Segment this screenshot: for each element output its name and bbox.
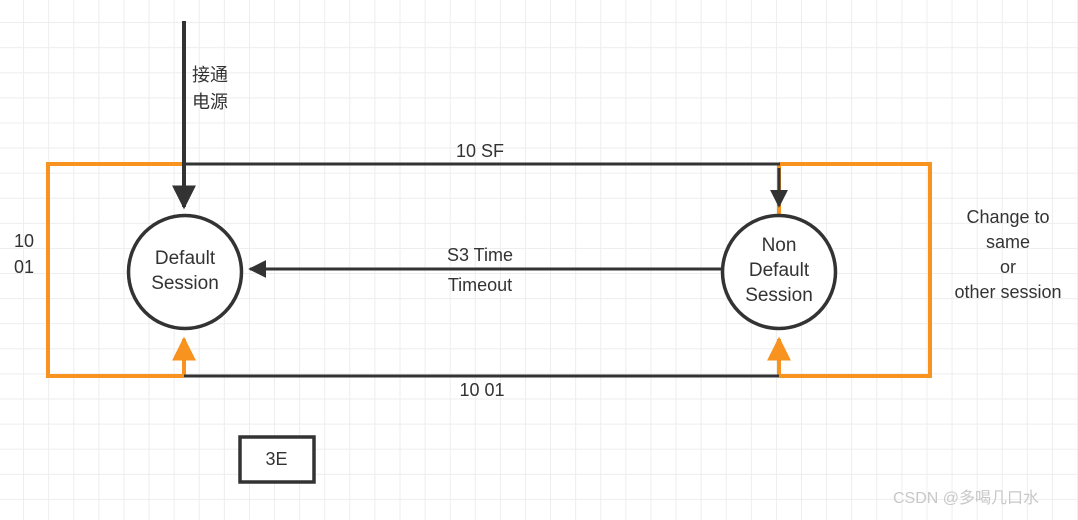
node-3e-box[interactable] xyxy=(238,435,316,484)
node-default-session[interactable] xyxy=(126,213,244,331)
watermark: CSDN @多喝几口水 xyxy=(893,490,1040,507)
edge-right-loop-orange xyxy=(779,162,932,378)
edge-10sf xyxy=(184,162,788,208)
edge-label-power-on: 接通 电源 xyxy=(192,65,228,112)
edge-label-10-sf: 10 SF xyxy=(455,141,505,161)
node-non-default-session[interactable] xyxy=(720,213,838,331)
edge-label-s3-time: S3 Time xyxy=(446,245,514,265)
edge-label-10-01-bottom: 10 01 xyxy=(459,380,505,400)
edge-label-timeout: Timeout xyxy=(447,275,513,295)
edge-label-10-01-left: 10 01 xyxy=(14,231,35,277)
edge-left-loop-orange xyxy=(46,162,184,378)
edge-label-change-session: Change to same or other session xyxy=(954,207,1062,302)
